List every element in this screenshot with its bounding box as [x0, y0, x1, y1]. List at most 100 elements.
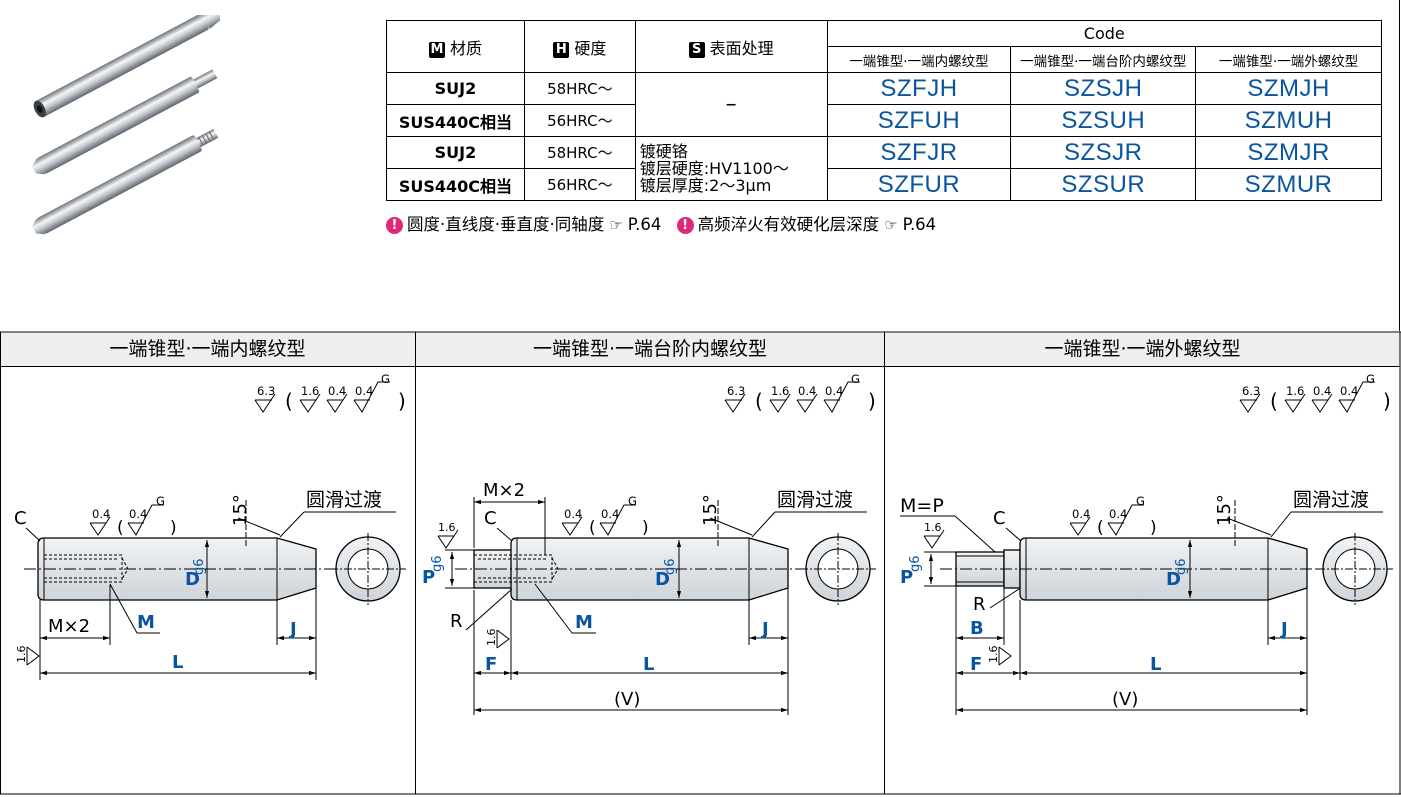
svg-text:圆滑过渡: 圆滑过渡: [306, 489, 382, 511]
svg-text:圆滑过渡: 圆滑过渡: [777, 489, 853, 511]
svg-text:F: F: [970, 654, 982, 675]
svg-text:1.6: 1.6: [301, 384, 319, 398]
table-row: SUJ2 58HRC～ 镀硬铬 镀层硬度:HV1100～ 镀层厚度:2～3μm …: [386, 136, 1382, 201]
svg-text:1.6: 1.6: [771, 384, 789, 398]
table-row: SUJ2 58HRC～ – SZFJH SZSJH SZMJH: [386, 72, 1382, 137]
svg-text:J: J: [1279, 619, 1288, 640]
svg-text:(V): (V): [1112, 689, 1138, 710]
svg-text:0.4: 0.4: [825, 384, 843, 398]
svg-text:C: C: [993, 508, 1006, 529]
info-icon: !: [386, 217, 403, 234]
svg-text:): ): [642, 518, 649, 538]
hardness-cell: 56HRC～: [523, 168, 636, 201]
svg-text:D: D: [185, 569, 200, 590]
code-cell[interactable]: SZFUR: [826, 168, 1012, 201]
code-cell[interactable]: SZFUH: [826, 104, 1012, 137]
roughness-legend: 6.3 ( 1.6 0.4 0.4 G ): [724, 372, 876, 413]
svg-text:J: J: [760, 619, 769, 640]
svg-text:g6: g6: [663, 558, 678, 575]
notes-line: !圆度·直线度·垂直度·同轴度 ☞ P.64 !高频淬火有效硬化层深度 ☞ P.…: [386, 211, 936, 235]
pin-1: [33, 15, 220, 118]
code-cell[interactable]: SZFJH: [826, 72, 1012, 105]
code-cell[interactable]: SZMUR: [1195, 168, 1382, 201]
svg-text:): ): [868, 389, 876, 413]
code-cell[interactable]: SZMJR: [1195, 136, 1382, 169]
svg-text:g6: g6: [1174, 558, 1189, 575]
svg-text:L: L: [643, 654, 654, 675]
svg-text:g6: g6: [908, 555, 923, 572]
svg-text:15°: 15°: [1214, 494, 1235, 526]
svg-text:L: L: [172, 652, 183, 673]
svg-text:(: (: [117, 518, 124, 538]
svg-text:(: (: [285, 389, 293, 413]
svg-text:): ): [170, 518, 177, 538]
note-link[interactable]: !圆度·直线度·垂直度·同轴度 ☞ P.64: [386, 215, 667, 234]
svg-text:0.4: 0.4: [798, 384, 816, 398]
svg-text:D: D: [655, 569, 670, 590]
svg-text:0.4: 0.4: [92, 507, 110, 521]
panel-title: 一端锥型·一端台阶内螺纹型: [416, 333, 884, 367]
svg-text:15°: 15°: [700, 494, 721, 526]
svg-text:): ): [1150, 518, 1157, 538]
pin-3: [32, 128, 219, 235]
svg-text:g6: g6: [430, 555, 445, 572]
surface-plating-cell: 镀硬铬 镀层硬度:HV1100～ 镀层厚度:2～3μm: [634, 136, 828, 201]
code-cell[interactable]: SZSUR: [1010, 168, 1197, 201]
svg-text:G: G: [381, 372, 390, 386]
code-cell[interactable]: SZMJH: [1195, 72, 1382, 105]
svg-text:(: (: [1270, 389, 1278, 413]
svg-text:M=P: M=P: [900, 495, 944, 517]
svg-text:1.6: 1.6: [924, 521, 942, 534]
roughness-legend: 6.3 ( 1.6 0.4 0.4 G ): [254, 372, 406, 413]
pointing-hand-icon: ☞: [884, 216, 903, 234]
svg-text:(: (: [1097, 518, 1104, 538]
svg-text:P: P: [900, 567, 913, 588]
svg-text:M: M: [575, 612, 593, 633]
svg-text:R: R: [973, 594, 986, 615]
svg-text:P: P: [422, 567, 435, 588]
svg-text:D: D: [1166, 569, 1181, 590]
code-cell[interactable]: SZSJH: [1010, 72, 1197, 105]
code-cell[interactable]: SZMUH: [1195, 104, 1382, 137]
svg-text:1.6: 1.6: [987, 646, 1000, 664]
pointing-hand-icon: ☞: [609, 216, 628, 234]
note-link[interactable]: !高频淬火有效硬化层深度 ☞ P.64: [676, 215, 936, 234]
svg-text:0.4: 0.4: [601, 507, 619, 521]
svg-text:(: (: [589, 518, 596, 538]
code-cell[interactable]: SZFJR: [826, 136, 1012, 169]
product-photo: [32, 15, 220, 235]
panel-title: 一端锥型·一端外螺纹型: [885, 333, 1400, 367]
svg-text:L: L: [1150, 654, 1161, 675]
svg-text:(: (: [755, 389, 763, 413]
svg-text:G: G: [851, 372, 860, 386]
svg-text:1.6: 1.6: [1286, 384, 1304, 398]
svg-text:C: C: [484, 508, 497, 529]
svg-text:G: G: [156, 494, 165, 508]
table-row: SUS440C相当 56HRC～ SZFUH SZSUH SZMUH: [386, 104, 1382, 137]
panel-title: 一端锥型·一端内螺纹型: [0, 333, 415, 367]
svg-text:0.4: 0.4: [328, 384, 346, 398]
svg-text:G: G: [1136, 494, 1145, 508]
svg-text:0.4: 0.4: [1313, 384, 1331, 398]
surface-none-cell: –: [634, 72, 828, 137]
svg-text:0.4: 0.4: [1340, 384, 1358, 398]
roughness-legend: 6.3 ( 1.6 0.4 0.4 G ): [1239, 372, 1391, 413]
pin-2: [32, 69, 218, 175]
svg-text:0.4: 0.4: [355, 384, 373, 398]
svg-text:J: J: [288, 619, 297, 640]
svg-text:(V): (V): [614, 689, 640, 710]
svg-text:0.4: 0.4: [129, 507, 147, 521]
drawing-stepped-internal-thread: 6.3 ( 1.6 0.4 0.4 G ) P g6: [422, 372, 876, 715]
svg-text:0.4: 0.4: [1072, 507, 1090, 521]
svg-text:G: G: [628, 494, 637, 508]
svg-text:0.4: 0.4: [564, 507, 582, 521]
svg-text:): ): [398, 389, 406, 413]
svg-text:B: B: [970, 618, 984, 639]
svg-text:圆滑过渡: 圆滑过渡: [1293, 489, 1369, 511]
svg-text:C: C: [14, 508, 27, 529]
svg-text:1.6: 1.6: [438, 521, 456, 534]
svg-text:): ): [1383, 389, 1391, 413]
svg-text:M×2: M×2: [483, 480, 525, 501]
